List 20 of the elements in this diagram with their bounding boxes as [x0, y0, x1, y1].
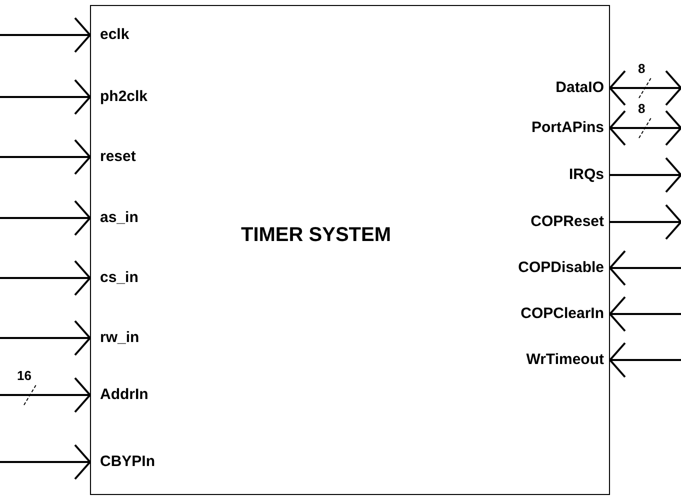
block-title: TIMER SYSTEM [241, 224, 391, 247]
pin-label: eclk [91, 26, 130, 44]
edge-label: 8 [637, 62, 646, 76]
pin-label: PortAPins [531, 119, 609, 137]
edge-label: 8 [637, 102, 646, 116]
pin-label: AddrIn [91, 386, 148, 404]
pin-label: as_in [91, 209, 138, 227]
pin-label: COPReset [530, 213, 609, 231]
pin-label: reset [91, 148, 136, 166]
pin-label: WrTimeout [526, 351, 609, 369]
pin-label: DataIO [556, 79, 609, 97]
pin-label: IRQs [568, 166, 609, 184]
pin-label: COPClearIn [520, 305, 609, 323]
pin-label: CBYPIn [91, 453, 156, 471]
pin-label: ph2clk [91, 88, 148, 106]
edge-label: 16 [16, 369, 32, 383]
block-box [90, 5, 610, 495]
pin-label: COPDisable [518, 259, 609, 277]
pin-label: cs_in [91, 269, 138, 287]
pin-label: rw_in [91, 329, 140, 347]
